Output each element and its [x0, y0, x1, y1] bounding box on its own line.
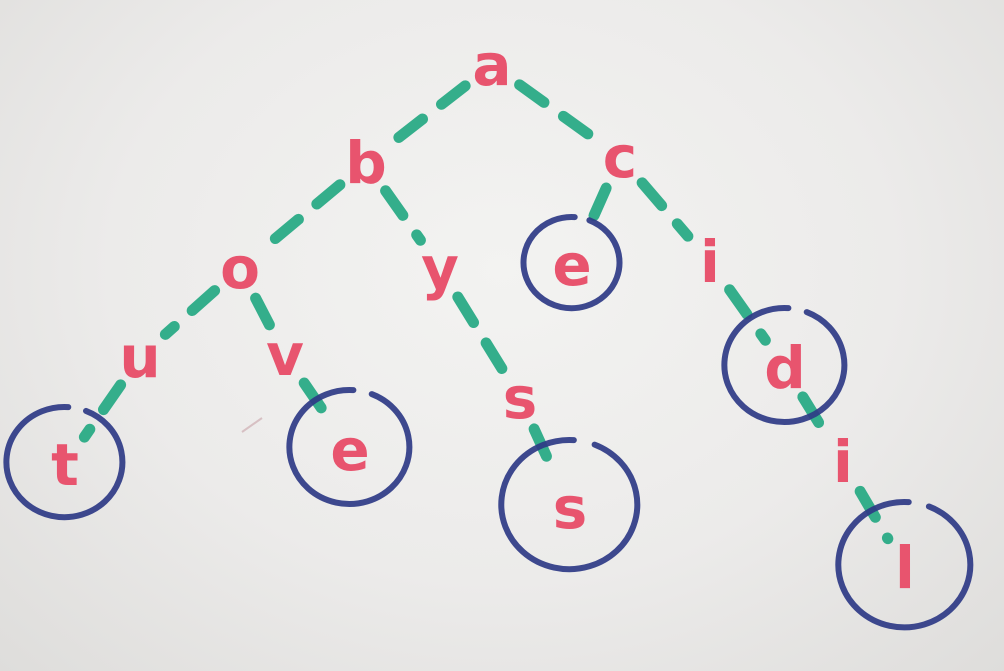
terminal-circle-d	[721, 305, 848, 425]
edge-i2-l	[854, 485, 894, 545]
edge-c-ce	[580, 182, 612, 240]
node-b: b	[345, 129, 387, 197]
edge-b-y	[380, 185, 426, 246]
node-u: u	[119, 323, 160, 391]
edge-a-c	[514, 79, 598, 143]
node-ve: e	[330, 416, 369, 484]
node-o: o	[220, 234, 260, 302]
node-l: l	[895, 534, 915, 602]
node-a: a	[472, 31, 511, 99]
node-t: t	[51, 431, 79, 499]
marker-smudge	[241, 417, 263, 433]
edge-v-ve	[298, 377, 337, 428]
edge-a-b	[387, 80, 471, 148]
edge-ys-ss	[528, 423, 562, 483]
edge-c-i1	[636, 177, 694, 242]
terminal-circle-ss	[498, 436, 641, 573]
node-v: v	[266, 321, 304, 389]
terminal-circles-layer	[3, 214, 974, 631]
node-ys: s	[503, 364, 538, 432]
terminal-circle-ce	[520, 214, 623, 312]
edge-i1-d	[724, 284, 771, 346]
edge-y-ys	[452, 291, 508, 375]
terminal-circle-ve	[286, 387, 413, 507]
node-i2: i	[833, 428, 853, 496]
terminal-circle-t	[3, 404, 126, 521]
node-ce: e	[552, 231, 591, 299]
node-c: c	[603, 123, 637, 191]
edge-b-o	[260, 179, 346, 252]
terminal-circle-l	[835, 499, 974, 631]
node-y: y	[421, 234, 459, 302]
node-d: d	[764, 334, 806, 402]
edge-o-u	[159, 285, 221, 340]
node-ss: s	[553, 474, 588, 542]
edge-o-v	[250, 292, 275, 331]
edge-u-t	[78, 379, 127, 443]
node-i1: i	[700, 228, 720, 296]
